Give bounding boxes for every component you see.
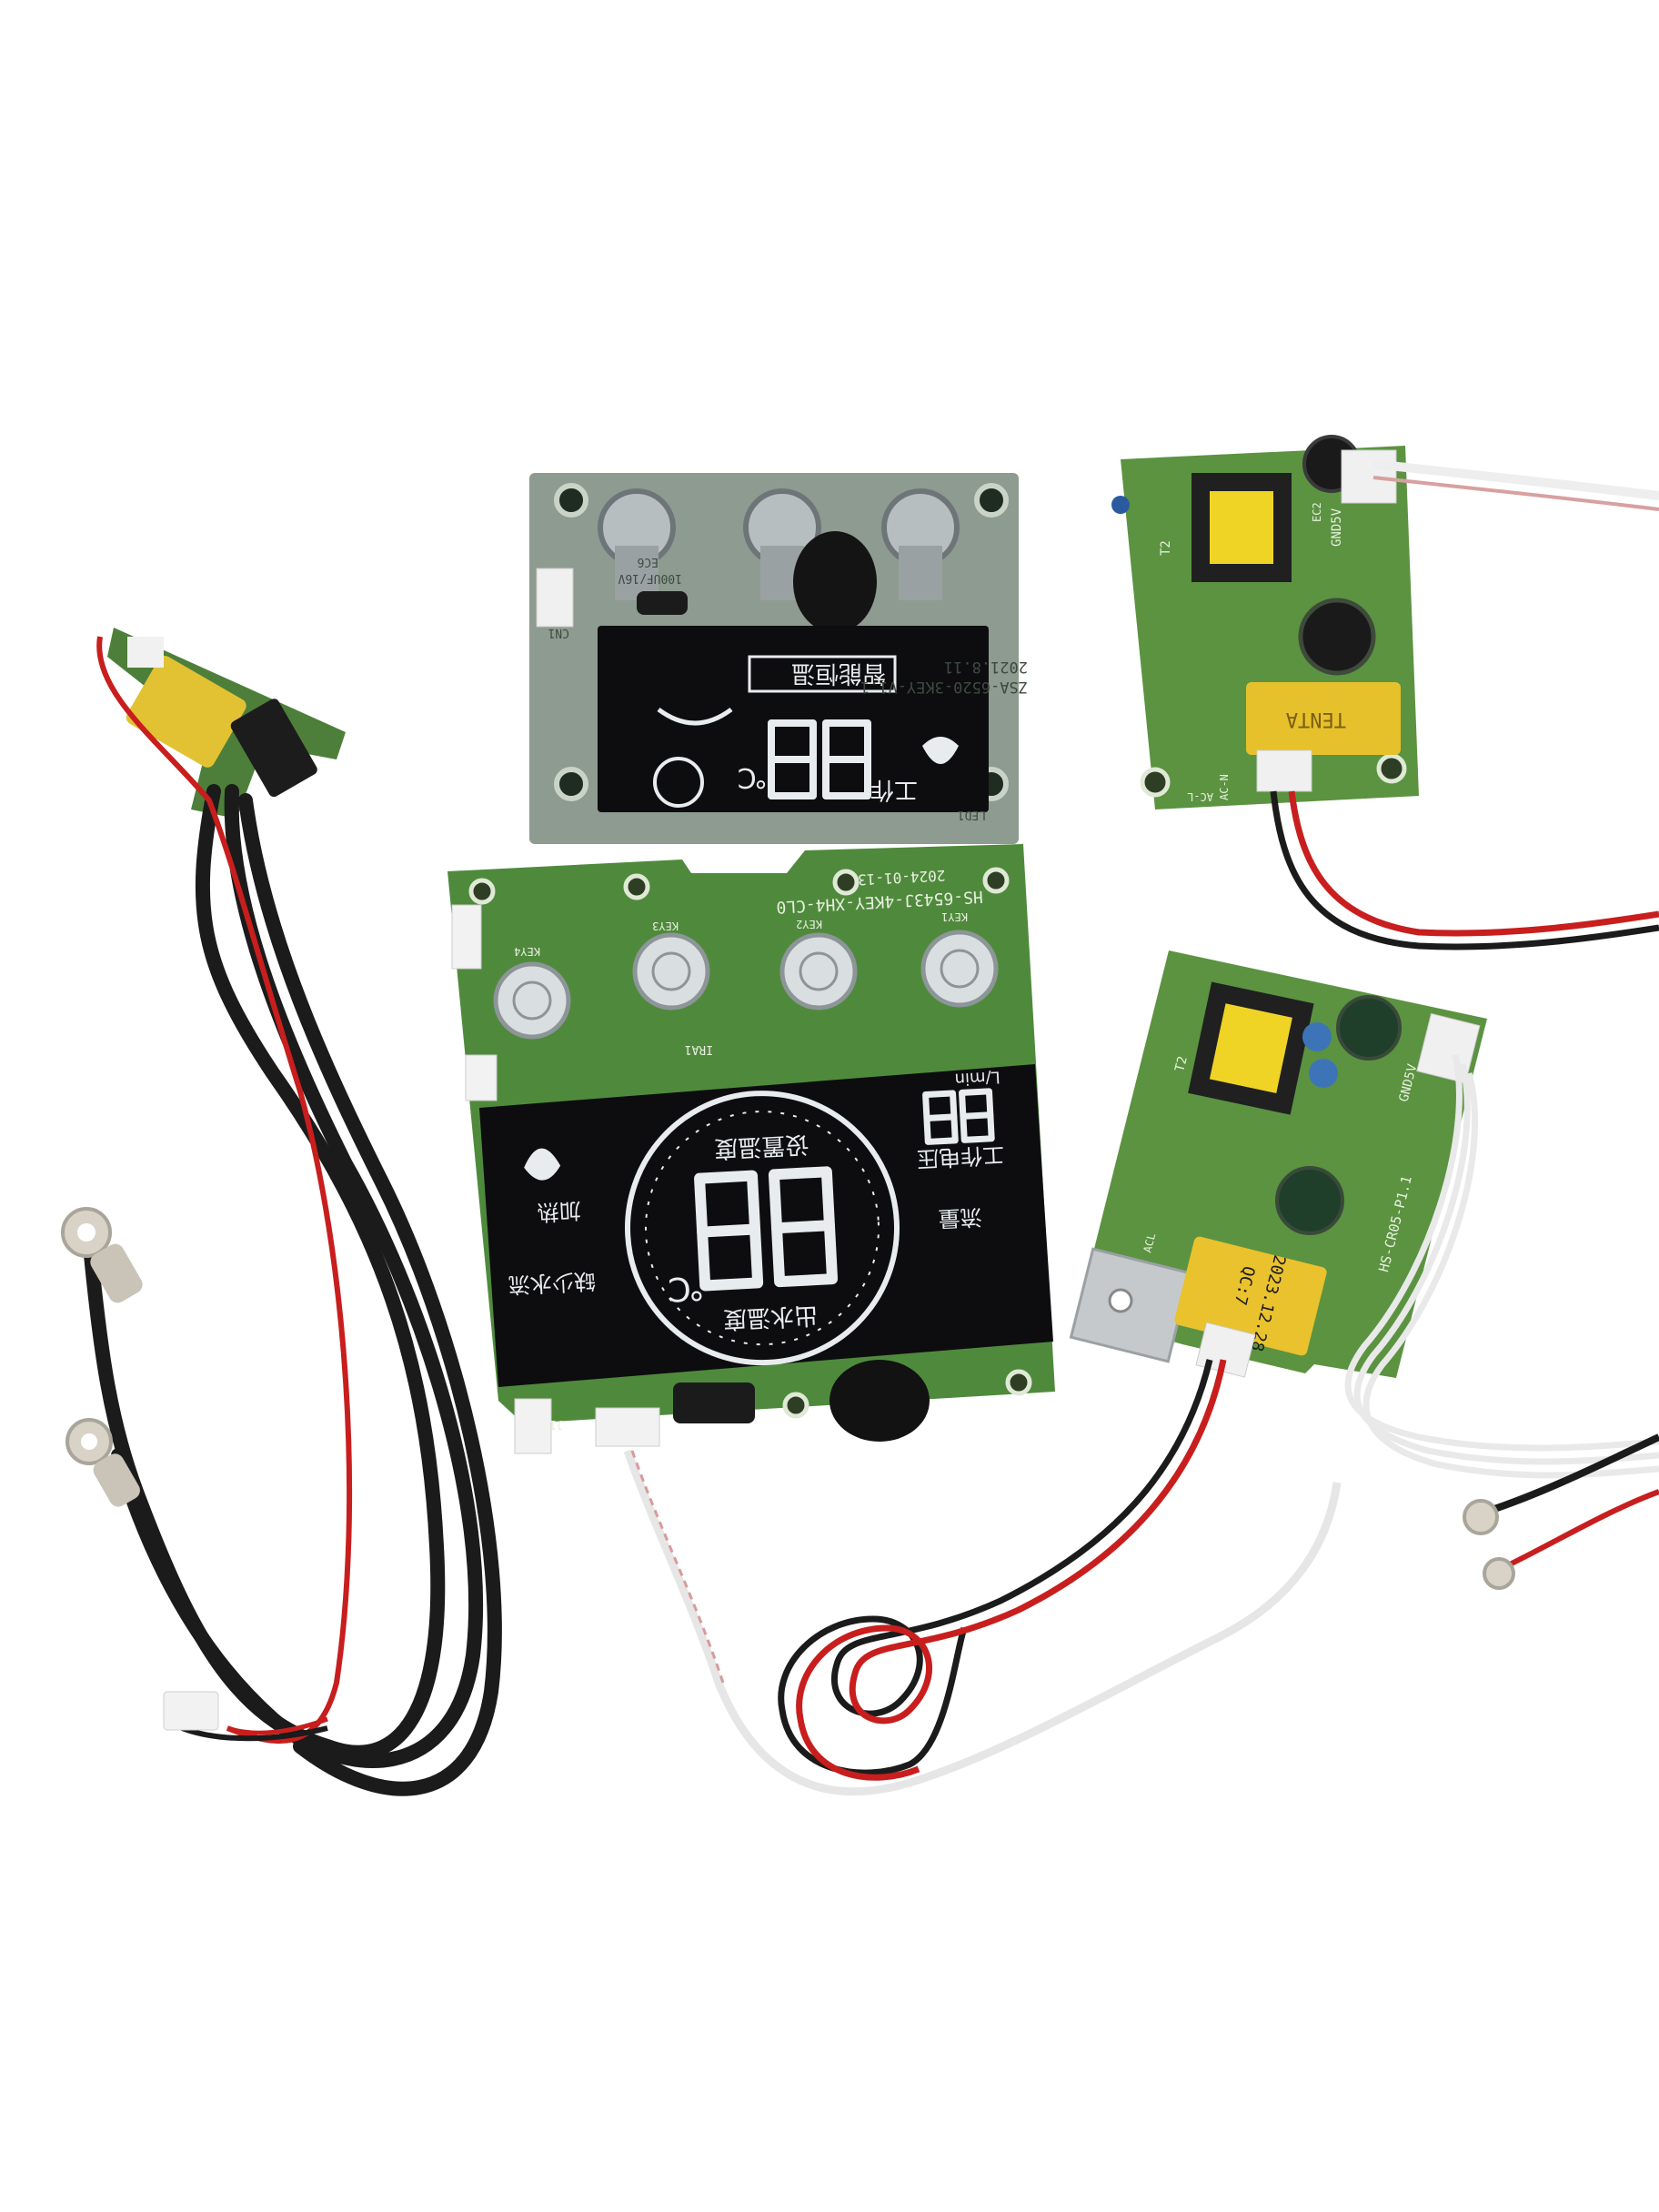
power-board-top: TENTA T2 GND5V EC2 AC-N AC-L (1111, 435, 1659, 950)
buzzer (793, 531, 877, 633)
red-wire (96, 636, 353, 1744)
silk-conn-ref: CN1 (548, 626, 569, 639)
silk-lcd-ref: LED1 (958, 808, 986, 821)
lcd-caption-box: 智能恒温 (748, 655, 897, 693)
silk-t2-bottom: T2 (1172, 1055, 1191, 1073)
connector-cn1 (536, 568, 574, 628)
cap-green-2 (1275, 1166, 1344, 1235)
silk-key3: KEY3 (652, 920, 679, 932)
transformer-coil (1210, 491, 1273, 564)
transformer-coil-bottom (1209, 1003, 1292, 1093)
connector-j1 (514, 1398, 552, 1454)
silk-ir-ref: IRA1 (685, 1042, 713, 1056)
lcd-label-set-temp: 设置温度 (714, 1130, 809, 1161)
yellow-capacitor (126, 656, 246, 768)
sensor-board (107, 628, 346, 819)
silk-j1-ref: J1 (549, 1417, 564, 1431)
connector-left-top (451, 904, 482, 970)
lcd-caption: 智能恒温 (791, 659, 886, 687)
power-board-bottom: 2023.12.28 QC:7 T2 GND5V HS-CR05-P1.1 AC… (1069, 950, 1659, 1590)
ring-terminal-2 (65, 1418, 140, 1507)
lcd-label-low-water: 缺少水流 (508, 1268, 596, 1298)
white-ribbon (1344, 1054, 1659, 1479)
silk-key1: KEY1 (941, 910, 968, 923)
lcd-label-out-temp: 出水温度 (722, 1301, 818, 1332)
main-display-board: ℃ 出水温度 设置温度 L/min 流量 工作电压 缺少水流 加热 (447, 844, 1055, 1454)
white-connector (163, 1691, 219, 1731)
lcd-label-voltage: 工作电压 (917, 1141, 1005, 1171)
connector-left-mid (465, 1054, 498, 1101)
left-cable-assembly (61, 628, 502, 1796)
lcd-ring (625, 1091, 900, 1366)
x-cap-brand: TENTA (1286, 708, 1346, 730)
ring-terminal-right-2 (1483, 1557, 1515, 1590)
silk-cap-label: 100UF/16V (618, 571, 682, 585)
cap-green (1336, 995, 1402, 1061)
capacitor-bottom (673, 1382, 755, 1423)
blue-cap-2 (1309, 1059, 1338, 1088)
lcd-big-digits: ℃ 出水温度 设置温度 (667, 1130, 839, 1332)
shower-icon (657, 707, 733, 726)
fan-icon (653, 757, 704, 808)
silk-acn: AC-N (1218, 774, 1231, 800)
lcd-main (479, 1064, 1053, 1387)
lcd-label-work: 工作 (870, 776, 918, 803)
connector-ac (1256, 749, 1312, 792)
silk-key-labels: KEY1 KEY2 KEY3 KEY4 (514, 910, 968, 958)
touch-springs (598, 488, 960, 600)
connector (127, 637, 164, 668)
silk-key4: KEY4 (514, 945, 540, 958)
lcd-label-heating: 加热 (537, 1198, 581, 1225)
blue-cap-1 (1302, 1022, 1332, 1051)
lcd-small-unit: L/min (954, 1067, 1000, 1089)
silk-model-top: ZSA-6520-3KEY-V1.1 (860, 678, 1028, 696)
silk-ec2-top: EC2 (1311, 502, 1323, 522)
lcd-small-digits: L/min (922, 1067, 1000, 1145)
silk-cap-ref: EC6 (638, 555, 659, 568)
lcd-digits-top (768, 719, 871, 799)
heating-icon (524, 1148, 561, 1181)
silk-acl: AC-L (1187, 790, 1213, 803)
silk-acl-bottom: ACL (1141, 1232, 1158, 1253)
buzzer-main (830, 1360, 930, 1442)
lcd-unit-top: ℃ (737, 761, 768, 793)
leaf-icon (922, 737, 959, 764)
cap-large (1298, 598, 1376, 676)
electrolytic-capacitor (637, 591, 688, 615)
lcd-label-flow: 流量 (938, 1203, 982, 1231)
center-cables (623, 1359, 1342, 1796)
silk-gnd-top: GND5V (1330, 508, 1344, 547)
x-capacitor (1246, 682, 1401, 755)
ring-terminal-right-1 (1463, 1499, 1499, 1535)
top-display-board: 工作 ℃ 智能恒温 ZSA-6520-3KEY-V1.1 2021.8.11 1… (529, 473, 1028, 844)
black-relay (230, 699, 317, 798)
silk-t2-top: T2 (1159, 540, 1173, 556)
silk-date-top: 2021.8.11 (944, 658, 1028, 676)
blue-component (1111, 496, 1130, 514)
connector-bottom (595, 1407, 660, 1447)
lcd-unit-main: ℃ (667, 1269, 706, 1308)
ring-terminal-1 (61, 1207, 143, 1303)
connector-top-right (1341, 449, 1397, 504)
silk-key2: KEY2 (796, 918, 822, 930)
main-springs (493, 930, 999, 1040)
